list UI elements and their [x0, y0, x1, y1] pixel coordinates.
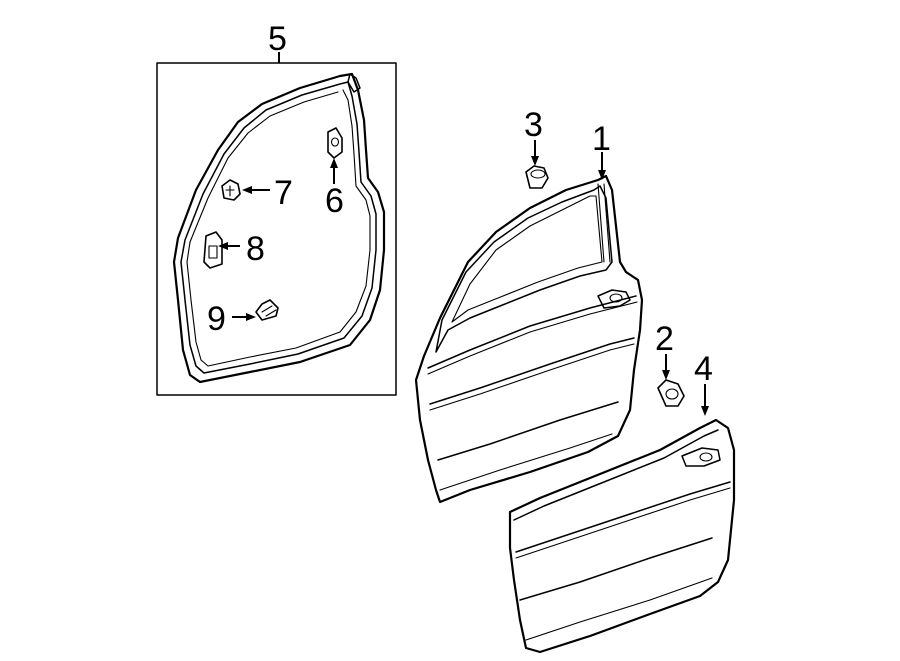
door-outer-skin: [508, 418, 736, 654]
part-6-clip: [327, 127, 343, 184]
part-8-bracket: [203, 231, 240, 269]
part-3-bumper: [525, 140, 549, 189]
door-skin-crease-1b: [515, 487, 731, 559]
door-skin-crease-1: [515, 481, 731, 553]
door-window-glass-edge: [451, 195, 603, 323]
weatherstrip-corner: [347, 73, 361, 93]
weatherstrip-inset: [156, 52, 397, 396]
callout-8: 8: [246, 230, 265, 268]
door-lower-edge: [439, 433, 613, 491]
door-skin-handle: [681, 447, 721, 467]
door-skin-lower: [525, 577, 713, 641]
door-skin-outline: [508, 418, 736, 654]
callout-6: 6: [325, 182, 344, 220]
door-skin-top-flange: [513, 429, 719, 521]
callout-4: 4: [694, 350, 713, 388]
door-shell: [414, 174, 644, 504]
door-shell-outline: [414, 174, 644, 504]
door-beltline-lower: [427, 301, 638, 375]
door-weatherstrip-edge: [186, 89, 371, 367]
door-crease-2: [437, 401, 619, 461]
door-latch: [597, 289, 631, 309]
door-beltline: [427, 295, 637, 369]
callout-1: 1: [592, 120, 611, 158]
door-pillar: [597, 183, 611, 263]
callout-4-leader: [701, 384, 709, 416]
part-9-clip: [232, 299, 279, 321]
callout-3: 3: [524, 106, 543, 144]
door-weatherstrip: [172, 72, 386, 384]
door-crease-1b: [429, 343, 635, 411]
callout-2: 2: [655, 320, 674, 358]
part-7-clip: [221, 179, 270, 201]
door-window-frame: [435, 185, 613, 353]
callout-9: 9: [207, 300, 226, 338]
callout-1-leader: [598, 152, 606, 180]
door-crease-1: [429, 337, 635, 405]
inset-frame: [156, 62, 397, 396]
callout-5: 5: [268, 20, 287, 58]
part-2-bumper: [657, 354, 685, 407]
door-weatherstrip-inner: [180, 81, 377, 374]
callout-7: 7: [274, 174, 293, 212]
door-skin-crease-2: [519, 537, 713, 601]
